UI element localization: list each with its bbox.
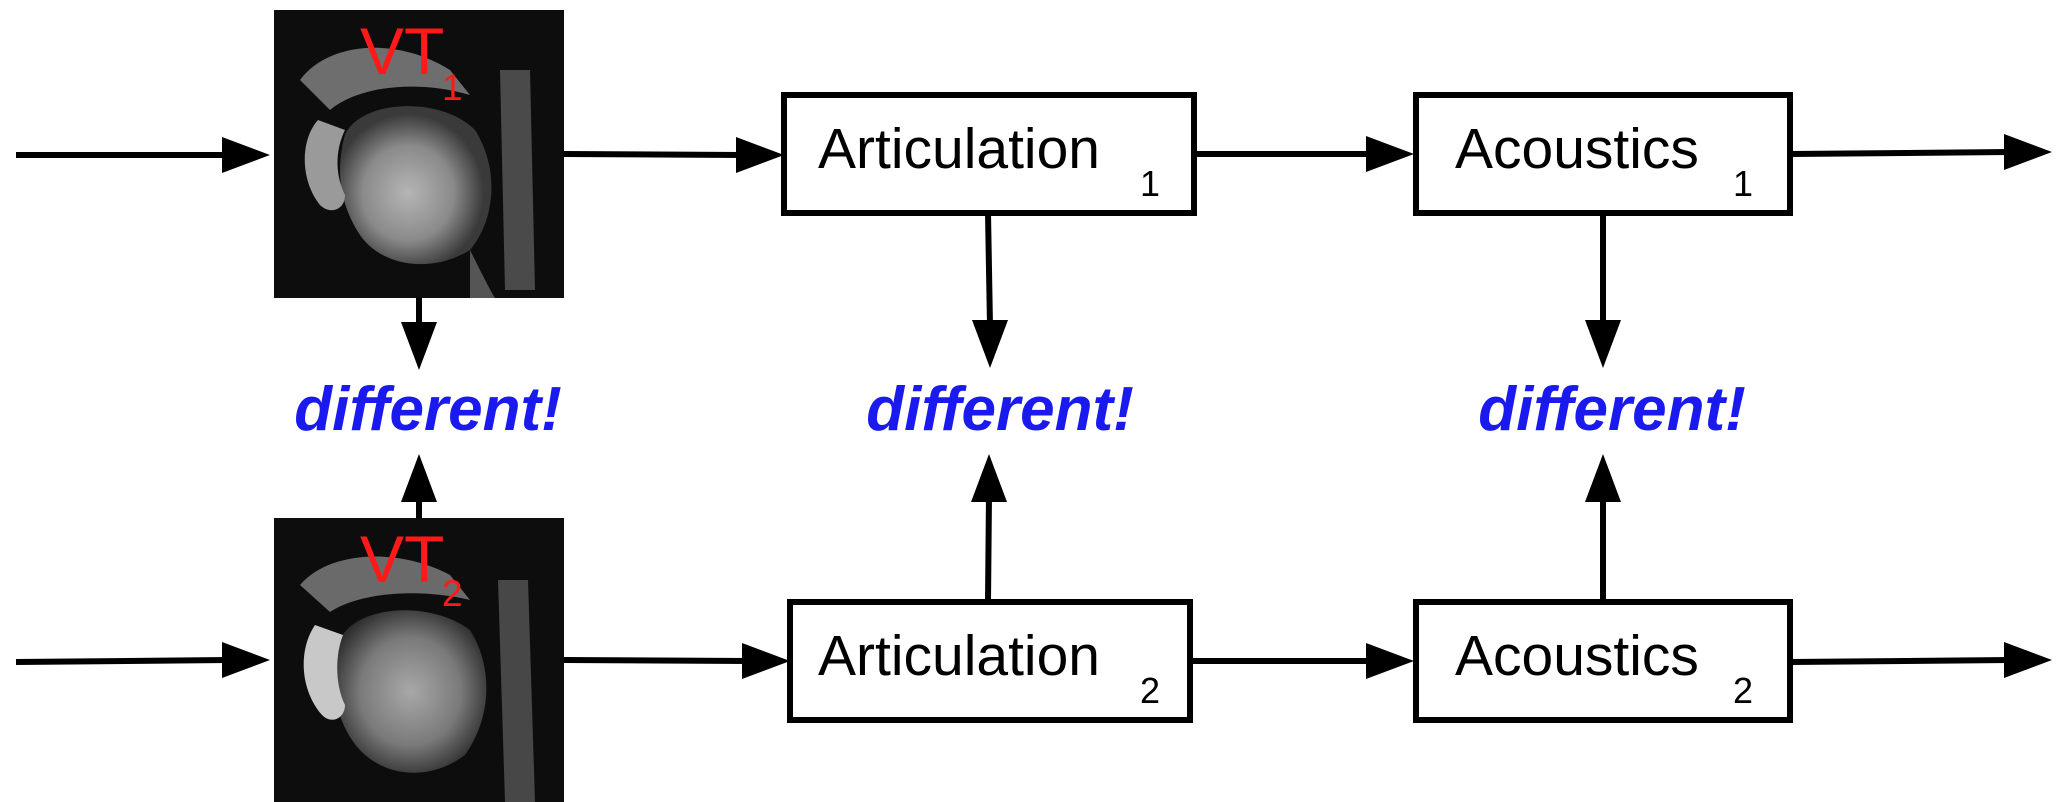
acoustics1-label: Acoustics	[1455, 117, 1699, 181]
vt1-throat-shape	[470, 250, 495, 298]
arrow-vt1-to-articulation1	[563, 137, 784, 173]
vt2-label-text: VT	[360, 522, 444, 596]
compare-arrow-acoustics2-up	[1585, 454, 1621, 602]
different-label-acoustics: different!	[1478, 375, 1746, 444]
acoustics1-subscript: 1	[1733, 163, 1753, 204]
articulation1-label: Articulation	[818, 117, 1100, 181]
articulation2-subscript: 2	[1140, 670, 1160, 711]
arrow-articulation2-to-acoustics2	[1190, 643, 1414, 679]
output-arrow-2	[1789, 642, 2052, 678]
compare-arrow-vt1-down	[401, 298, 437, 370]
input-arrow-2	[15, 642, 270, 678]
acoustics1-box: Acoustics 1	[1413, 92, 1793, 216]
acoustics2-subscript: 2	[1733, 670, 1753, 711]
compare-arrow-acoustics1-down	[1585, 213, 1621, 368]
vt2-label-subscript: 2	[442, 573, 463, 614]
vt2-tongue-shape	[334, 610, 487, 773]
articulation1-subscript: 1	[1140, 163, 1160, 204]
articulation2-box: Articulation 2	[787, 599, 1193, 723]
vt1-label: VT 1	[360, 14, 463, 108]
acoustics2-label: Acoustics	[1455, 624, 1699, 688]
different-label-vt: different!	[294, 375, 562, 444]
input-arrow-1	[16, 137, 270, 173]
vt1-label-subscript: 1	[442, 67, 463, 108]
different-label-articulation: different!	[866, 375, 1134, 444]
vt1-tongue-shape	[340, 106, 492, 265]
arrow-articulation1-to-acoustics1	[1194, 136, 1414, 172]
vt1-mri-image	[274, 10, 564, 298]
vt2-label: VT 2	[360, 522, 463, 614]
vt1-palate-shape	[300, 47, 470, 110]
arrow-vt2-to-articulation2	[563, 643, 790, 679]
articulation1-box: Articulation 1	[781, 92, 1197, 216]
vt1-label-text: VT	[360, 14, 444, 88]
compare-arrow-articulation2-up	[971, 454, 1007, 603]
vt2-lips-shape	[303, 625, 345, 720]
compare-arrow-articulation1-down	[972, 212, 1008, 368]
output-arrow-1	[1789, 134, 2052, 170]
vt2-spine-shape	[498, 580, 535, 802]
vt2-palate-shape	[300, 556, 470, 612]
articulation2-label: Articulation	[818, 624, 1100, 688]
compare-arrow-vt2-up	[401, 454, 437, 518]
vt2-mri-image	[274, 518, 564, 802]
vt1-lips-shape	[304, 120, 345, 211]
acoustics2-box: Acoustics 2	[1413, 599, 1793, 723]
vt1-spine-shape	[500, 70, 535, 290]
